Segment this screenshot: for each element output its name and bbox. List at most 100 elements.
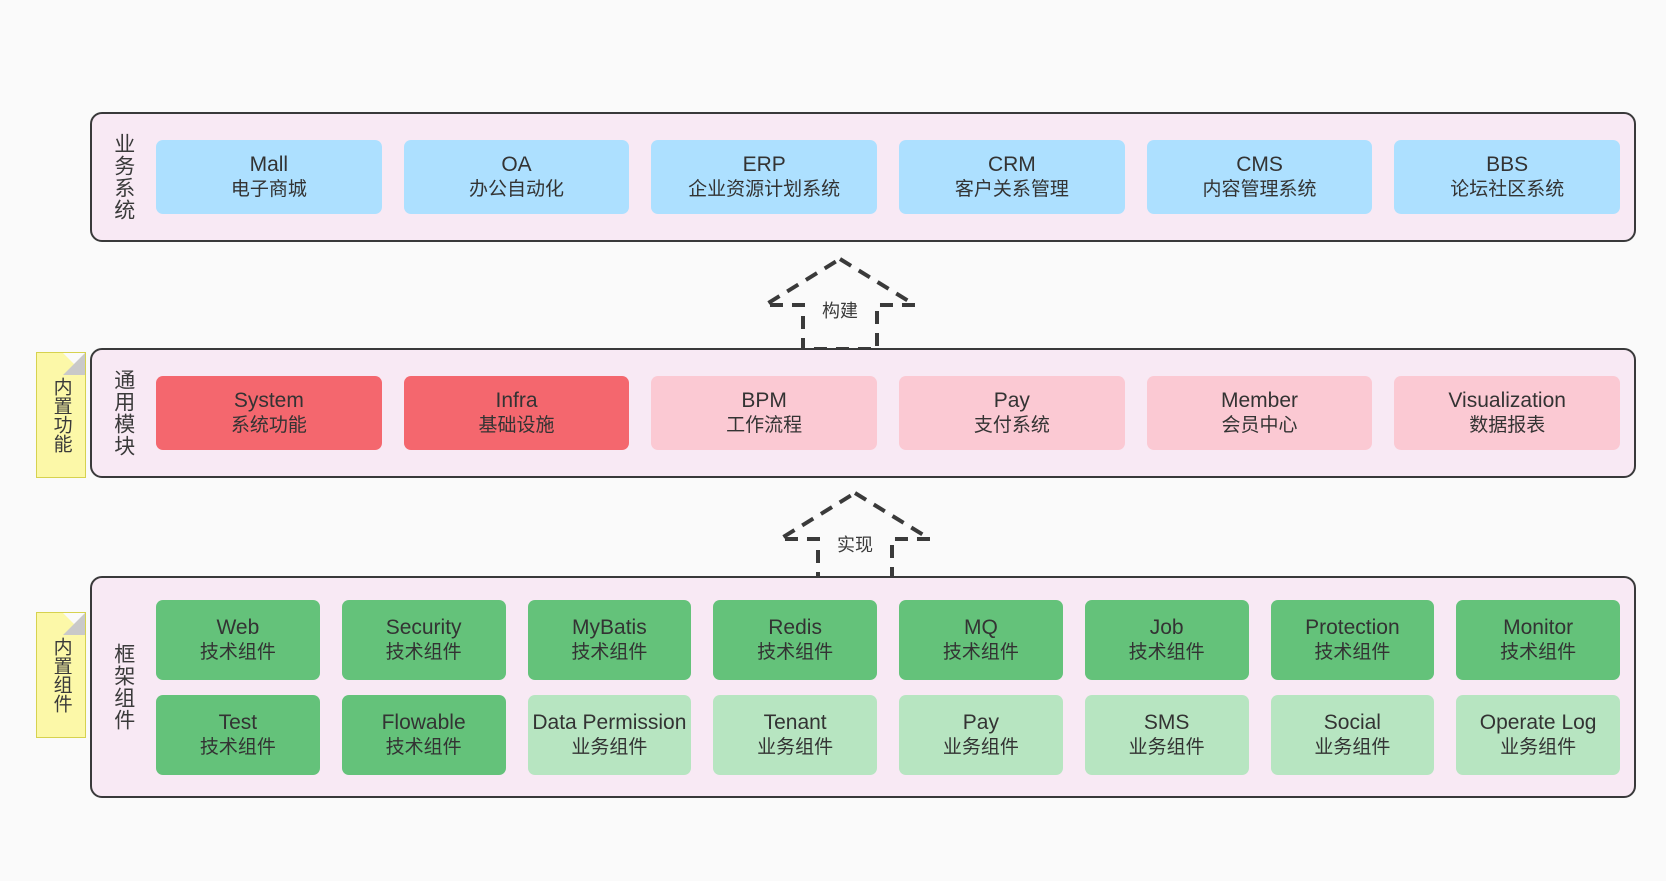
card-row: System 系统功能 Infra 基础设施 BPM 工作流程 Pay 支付系统… <box>156 376 1621 450</box>
card-subtitle: 技术组件 <box>1128 641 1205 663</box>
card-title: BPM <box>741 389 787 412</box>
card-title: Test <box>218 710 258 734</box>
card-subtitle: 业务组件 <box>1314 736 1391 758</box>
sticky-note-builtin-features: 内置功能 <box>36 352 86 478</box>
card-system[interactable]: System 系统功能 <box>156 376 382 450</box>
card-web[interactable]: Web 技术组件 <box>156 599 320 680</box>
card-crm[interactable]: CRM 客户关系管理 <box>899 140 1125 214</box>
card-test[interactable]: Test 技术组件 <box>156 694 320 775</box>
card-title: Pay <box>993 389 1030 412</box>
sticky-note-label: 内置组件 <box>50 637 72 713</box>
card-title: Visualization <box>1448 389 1566 412</box>
card-security[interactable]: Security 技术组件 <box>341 599 506 680</box>
card-row: Mall 电子商城 OA 办公自动化 ERP 企业资源计划系统 CRM 客户关系… <box>156 140 1621 214</box>
card-subtitle: 基础设施 <box>478 415 555 437</box>
card-sms[interactable]: SMS 业务组件 <box>1084 694 1249 775</box>
card-title: CRM <box>987 153 1036 176</box>
card-subtitle: 业务组件 <box>757 736 834 758</box>
card-infra[interactable]: Infra 基础设施 <box>403 376 630 450</box>
card-subtitle: 技术组件 <box>942 641 1019 663</box>
card-title: System <box>233 389 304 412</box>
card-pay-business[interactable]: Pay 业务组件 <box>899 694 1063 775</box>
card-title: Job <box>1149 615 1184 639</box>
card-title: BBS <box>1486 153 1529 176</box>
card-subtitle: 技术组件 <box>199 736 276 758</box>
card-erp[interactable]: ERP 企业资源计划系统 <box>651 140 878 214</box>
card-social[interactable]: Social 业务组件 <box>1270 694 1435 775</box>
layer-title-business-system: 业务系统 <box>111 133 135 221</box>
layer-business-system: 业务系统 Mall 电子商城 OA 办公自动化 ERP 企业资源计划系统 CRM… <box>90 112 1636 242</box>
card-subtitle: 技术组件 <box>385 736 462 758</box>
card-title: MQ <box>963 615 998 639</box>
card-operate-log[interactable]: Operate Log 业务组件 <box>1456 694 1620 775</box>
card-title: SMS <box>1143 710 1190 734</box>
arrow-implement: 实现 <box>770 487 940 587</box>
card-flowable[interactable]: Flowable 技术组件 <box>341 694 506 775</box>
card-grid-framework: Web 技术组件 Security 技术组件 MyBatis 技术组件 Redi… <box>140 588 1620 786</box>
card-job[interactable]: Job 技术组件 <box>1084 599 1249 680</box>
card-title: Infra <box>495 389 538 412</box>
card-mall[interactable]: Mall 电子商城 <box>156 140 382 214</box>
card-subtitle: 业务组件 <box>942 736 1019 758</box>
card-tenant[interactable]: Tenant 业务组件 <box>713 694 877 775</box>
card-title: Security <box>385 615 462 639</box>
card-protection[interactable]: Protection 技术组件 <box>1270 599 1435 680</box>
card-subtitle: 办公自动化 <box>469 179 565 201</box>
card-subtitle: 技术组件 <box>1500 641 1577 663</box>
layer-title-common-module: 通用模块 <box>111 369 135 457</box>
card-subtitle: 系统功能 <box>230 415 307 437</box>
card-subtitle: 业务组件 <box>1128 736 1205 758</box>
card-subtitle: 内容管理系统 <box>1202 179 1317 201</box>
card-subtitle: 企业资源计划系统 <box>688 179 841 201</box>
card-subtitle: 业务组件 <box>1500 736 1577 758</box>
card-title: ERP <box>742 153 786 176</box>
card-title: CMS <box>1236 153 1283 176</box>
card-row: Test 技术组件 Flowable 技术组件 Data Permission … <box>156 694 1620 775</box>
card-grid-common: System 系统功能 Infra 基础设施 BPM 工作流程 Pay 支付系统… <box>140 360 1621 466</box>
card-mybatis[interactable]: MyBatis 技术组件 <box>527 599 692 680</box>
card-title: Monitor <box>1503 615 1574 639</box>
card-member[interactable]: Member 会员中心 <box>1146 376 1373 450</box>
card-title: MyBatis <box>572 615 647 639</box>
card-title: Member <box>1221 389 1299 412</box>
card-title: OA <box>501 153 532 176</box>
card-title: Operate Log <box>1479 710 1597 734</box>
card-title: Social <box>1323 710 1381 734</box>
card-subtitle: 电子商城 <box>230 179 307 201</box>
card-redis[interactable]: Redis 技术组件 <box>713 599 877 680</box>
sticky-note-builtin-components: 内置组件 <box>36 612 86 738</box>
card-subtitle: 客户关系管理 <box>954 179 1069 201</box>
card-mq[interactable]: MQ 技术组件 <box>899 599 1063 680</box>
card-bbs[interactable]: BBS 论坛社区系统 <box>1394 140 1621 214</box>
layer-title-framework-component: 框架组件 <box>111 643 135 731</box>
sticky-note-label: 内置功能 <box>50 377 72 453</box>
card-title: Data Permission <box>532 710 687 734</box>
card-monitor[interactable]: Monitor 技术组件 <box>1456 599 1620 680</box>
card-grid-business: Mall 电子商城 OA 办公自动化 ERP 企业资源计划系统 CRM 客户关系… <box>140 124 1621 230</box>
card-row: Web 技术组件 Security 技术组件 MyBatis 技术组件 Redi… <box>156 599 1620 680</box>
layer-framework-component: 框架组件 Web 技术组件 Security 技术组件 MyBatis 技术组件… <box>90 576 1636 798</box>
card-subtitle: 数据报表 <box>1469 415 1546 437</box>
card-subtitle: 会员中心 <box>1221 415 1298 437</box>
card-title: Redis <box>768 615 822 639</box>
card-data-permission[interactable]: Data Permission 业务组件 <box>527 694 692 775</box>
card-title: Mall <box>249 153 289 176</box>
card-subtitle: 技术组件 <box>199 641 276 663</box>
card-subtitle: 技术组件 <box>1314 641 1391 663</box>
card-title: Tenant <box>763 710 827 734</box>
card-subtitle: 技术组件 <box>385 641 462 663</box>
card-title: Pay <box>962 710 999 734</box>
card-title: Flowable <box>381 710 466 734</box>
card-oa[interactable]: OA 办公自动化 <box>403 140 630 214</box>
card-title: Protection <box>1305 615 1400 639</box>
layer-common-module: 通用模块 System 系统功能 Infra 基础设施 BPM 工作流程 Pay… <box>90 348 1636 478</box>
arrow-build: 构建 <box>755 253 925 353</box>
card-subtitle: 论坛社区系统 <box>1450 179 1565 201</box>
card-cms[interactable]: CMS 内容管理系统 <box>1146 140 1373 214</box>
card-subtitle: 支付系统 <box>973 415 1050 437</box>
card-subtitle: 业务组件 <box>571 736 648 758</box>
card-visualization[interactable]: Visualization 数据报表 <box>1394 376 1621 450</box>
card-bpm[interactable]: BPM 工作流程 <box>651 376 878 450</box>
card-pay[interactable]: Pay 支付系统 <box>899 376 1125 450</box>
